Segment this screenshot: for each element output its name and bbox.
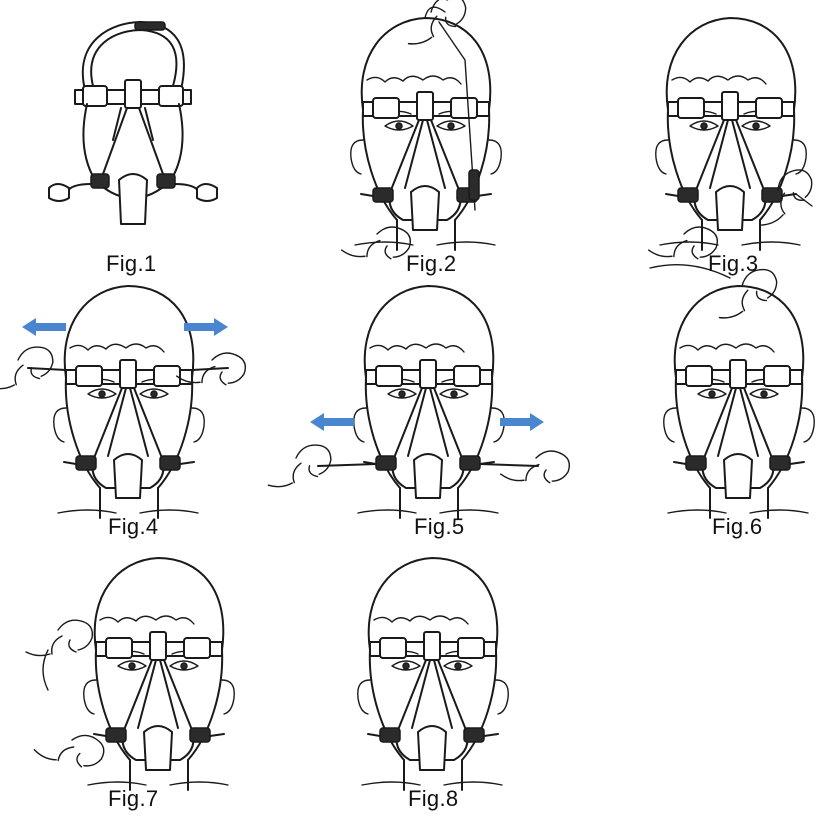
caption-fig6: Fig.6 <box>712 514 763 539</box>
caption-fig2: Fig.2 <box>406 251 457 276</box>
fig3-illustration <box>647 17 822 266</box>
fig4-arrow-left-icon <box>22 318 66 336</box>
caption-fig3: Fig.3 <box>708 251 759 276</box>
fig5-arrow-left-icon <box>310 413 354 431</box>
fig4-illustration <box>0 285 249 519</box>
caption-fig5: Fig.5 <box>414 514 465 539</box>
caption-fig8: Fig.8 <box>408 786 459 811</box>
fig1-illustration <box>48 21 218 225</box>
fig8-illustration <box>356 557 510 791</box>
fig7-illustration <box>25 557 236 791</box>
caption-fig1: Fig.1 <box>106 251 157 276</box>
fig5-arrow-right-icon <box>500 413 544 431</box>
fig2-illustration <box>340 0 503 266</box>
fig5-illustration <box>262 285 573 519</box>
caption-fig7: Fig.7 <box>108 786 159 811</box>
fig6-illustration <box>649 264 816 519</box>
caption-fig4: Fig.4 <box>108 514 159 539</box>
